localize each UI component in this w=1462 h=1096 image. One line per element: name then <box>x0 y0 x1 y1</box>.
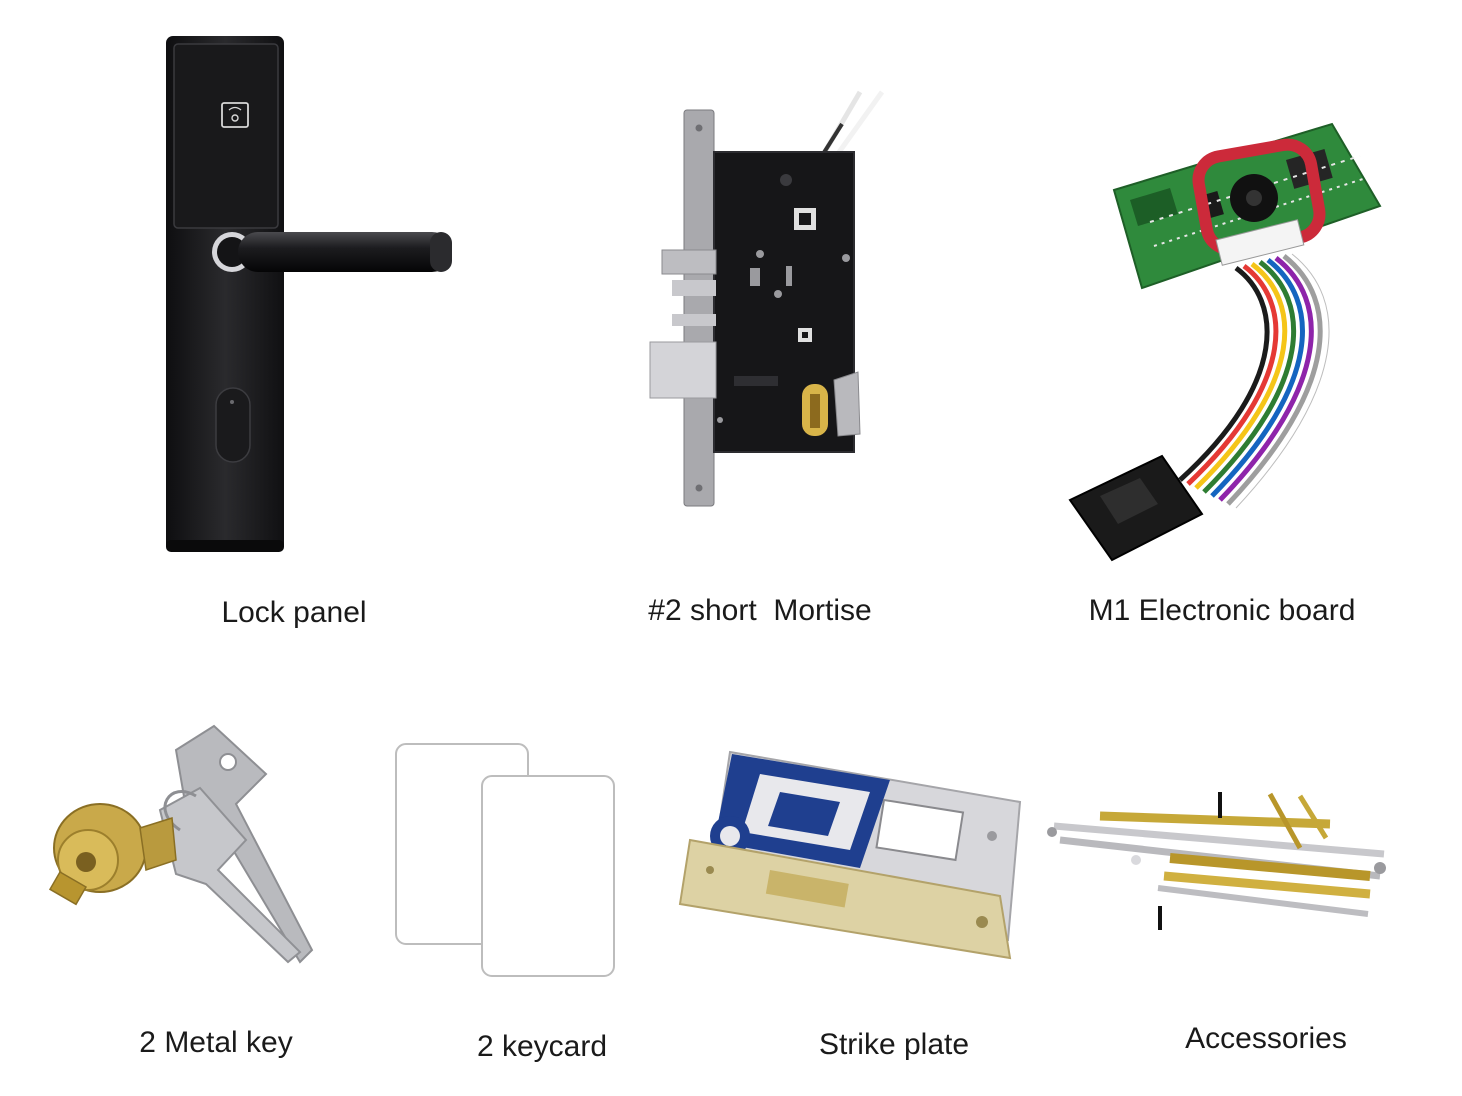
lock-panel-label: Lock panel <box>221 596 367 629</box>
strike-plate-image <box>678 750 1022 960</box>
keycard-image <box>395 743 615 977</box>
keycard-label: 2 keycard <box>476 1030 608 1063</box>
product-strike-plate: Strike plate <box>670 700 1030 1090</box>
accessories-label: Accessories <box>1185 1022 1347 1055</box>
product-keycard: 2 keycard <box>380 700 680 1090</box>
product-electronic-board: M1 Electronic board <box>1040 0 1462 650</box>
metal-key-label: 2 Metal key <box>139 1026 293 1059</box>
metal-key-image <box>48 724 314 964</box>
strike-plate-label: Strike plate <box>818 1028 970 1061</box>
accessories-image <box>1047 792 1386 930</box>
lock-panel-image <box>166 36 452 552</box>
product-lock-panel: Lock panel <box>0 0 480 650</box>
electronic-board-image <box>1068 122 1382 562</box>
electronic-board-label: M1 Electronic board <box>1088 594 1356 627</box>
product-metal-key: 2 Metal key <box>0 700 370 1090</box>
mortise-image <box>649 90 885 507</box>
product-mortise: #2 short Mortise <box>520 0 1000 650</box>
mortise-label: #2 short Mortise <box>648 594 872 627</box>
card-reader-icon <box>221 102 249 128</box>
product-accessories: Accessories <box>1040 700 1462 1090</box>
